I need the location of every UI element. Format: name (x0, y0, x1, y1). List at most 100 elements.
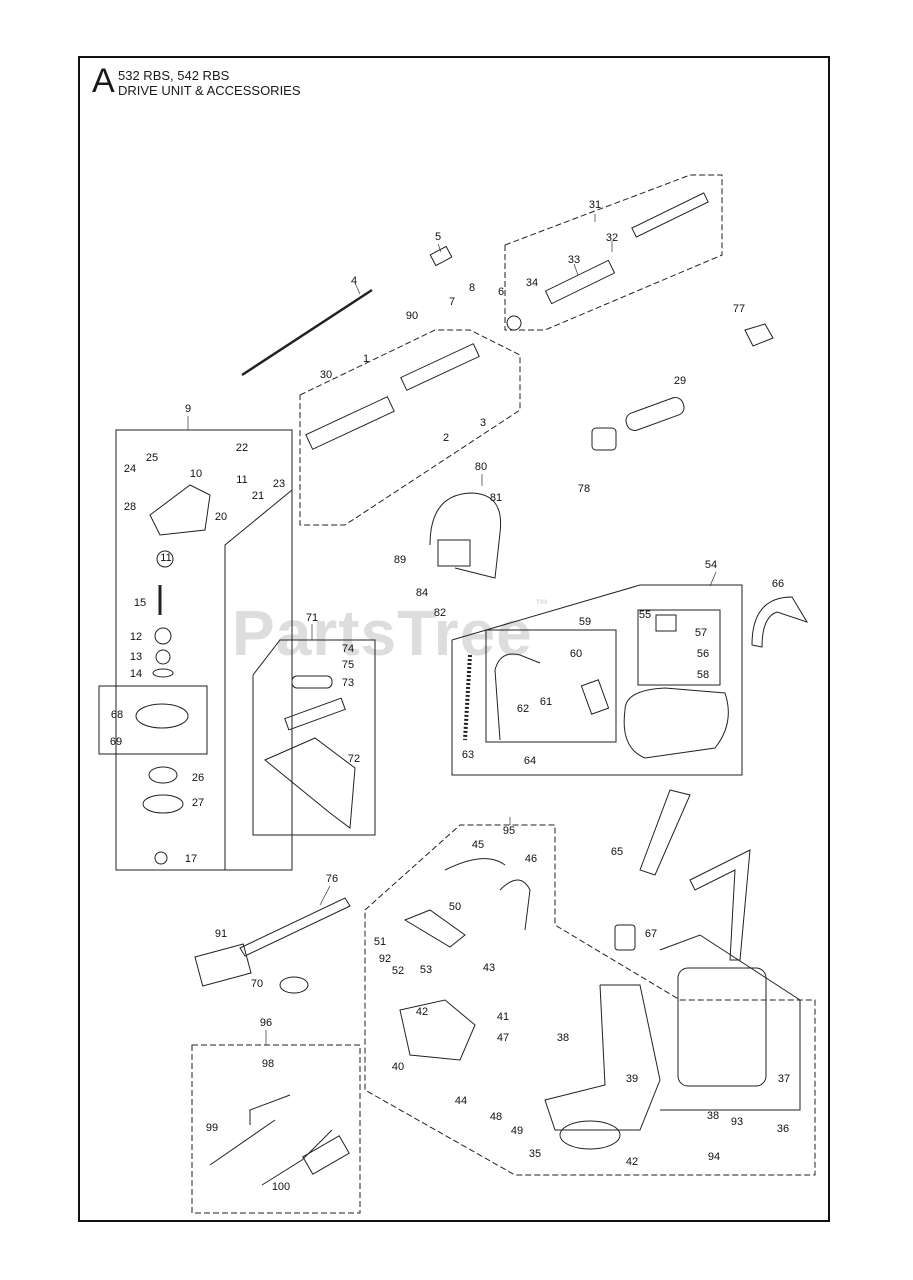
callout-90: 90 (406, 310, 418, 322)
callout-65: 65 (611, 846, 623, 858)
callout-21: 21 (252, 490, 264, 502)
handle-clamp (437, 539, 471, 567)
callout-9: 9 (185, 403, 191, 415)
callout-26: 26 (192, 772, 204, 784)
callout-60: 60 (570, 648, 582, 660)
callout-81: 81 (490, 492, 502, 504)
tube-1-upper (400, 343, 480, 391)
callout-10: 10 (190, 468, 202, 480)
callout-46: 46 (525, 853, 537, 865)
callout-8: 8 (469, 282, 475, 294)
ring-13 (152, 668, 174, 678)
guard-71 (264, 737, 356, 829)
callout-50: 50 (449, 901, 461, 913)
callout-42: 42 (626, 1156, 638, 1168)
callout-43: 43 (483, 962, 495, 974)
group-box-36 (659, 934, 801, 1111)
callout-96: 96 (260, 1017, 272, 1029)
callout-99: 99 (206, 1122, 218, 1134)
callout-11: 11 (160, 552, 171, 564)
diagram-header: 532 RBS, 542 RBS DRIVE UNIT & ACCESSORIE… (118, 68, 301, 98)
callout-32: 32 (606, 232, 618, 244)
clip-76 (744, 323, 774, 347)
washer-27 (142, 794, 184, 814)
hex-key-96 (249, 1094, 291, 1125)
callout-98: 98 (262, 1058, 274, 1070)
callout-1: 1 (363, 353, 369, 365)
tank (623, 687, 729, 759)
callout-49: 49 (511, 1125, 523, 1137)
callout-6: 6 (498, 286, 504, 298)
cup-69 (279, 976, 309, 994)
callout-63: 63 (462, 749, 474, 761)
callout-67: 67 (645, 928, 657, 940)
bracket-72 (291, 675, 333, 689)
screwdriver-99 (261, 1129, 333, 1186)
group-box-94 (364, 824, 816, 1176)
handle-80 (429, 492, 502, 579)
callout-95: 95 (503, 825, 515, 837)
diagram-frame (78, 56, 830, 1222)
callout-31: 31 (589, 199, 601, 211)
bracket-50 (403, 909, 466, 948)
callout-39: 39 (626, 1073, 638, 1085)
watermark-text: PartsTree (232, 597, 533, 669)
callout-25: 25 (146, 452, 158, 464)
back-pad-36 (677, 967, 767, 1087)
trimmer-line-90 (194, 943, 252, 987)
group-box-70 (252, 639, 376, 836)
ring-35 (559, 1120, 621, 1150)
strap-64 (751, 596, 809, 648)
watermark-trademark: ™ (534, 596, 550, 612)
drive-shaft (241, 288, 373, 377)
nut-17 (154, 851, 168, 865)
callout-70: 70 (251, 978, 263, 990)
group-box-1 (299, 329, 521, 526)
group-box-54 (637, 609, 721, 686)
callout-59: 59 (579, 616, 591, 628)
callout-52: 52 (392, 965, 404, 977)
filter-59 (580, 679, 610, 715)
group-box-31 (504, 174, 723, 331)
callout-3: 3 (480, 417, 486, 429)
group-box-95 (191, 1044, 361, 1214)
callout-17: 17 (185, 853, 197, 865)
callout-45: 45 (472, 839, 484, 851)
callout-71: 71 (306, 612, 318, 624)
callout-92: 92 (379, 953, 391, 965)
mount-40 (399, 999, 476, 1061)
callout-29: 29 (674, 375, 686, 387)
callout-74: 74 (342, 643, 354, 655)
callout-93: 93 (731, 1116, 743, 1128)
cup-67 (135, 703, 189, 729)
cable-45 (444, 858, 506, 871)
callout-38: 38 (707, 1110, 719, 1122)
callout-2: 2 (443, 432, 449, 444)
callout-36: 36 (777, 1123, 789, 1135)
callout-78: 78 (578, 483, 590, 495)
section-letter: A (92, 62, 115, 100)
callout-11: 11 (236, 474, 247, 486)
callout-89: 89 (394, 554, 406, 566)
callout-80: 80 (475, 461, 487, 473)
group-box-9 (115, 429, 293, 871)
group-box-53 (451, 584, 743, 776)
callout-27: 27 (192, 797, 204, 809)
socket-wrench-100 (302, 1135, 350, 1175)
tube-33 (544, 259, 616, 305)
callout-94: 94 (708, 1151, 720, 1163)
wrench-98 (209, 1119, 276, 1166)
callout-68: 68 (111, 709, 123, 721)
cap-54 (655, 614, 677, 632)
throttle-77 (591, 427, 617, 451)
harness-strap-65 (639, 789, 691, 876)
callout-55: 55 (639, 609, 651, 621)
cable-46 (499, 879, 531, 931)
callout-4: 4 (351, 275, 357, 287)
callout-22: 22 (236, 442, 248, 454)
callout-51: 51 (374, 936, 386, 948)
callout-41: 41 (497, 1011, 509, 1023)
tube-1-lower (305, 396, 395, 450)
fuel-hose-61 (494, 653, 541, 741)
